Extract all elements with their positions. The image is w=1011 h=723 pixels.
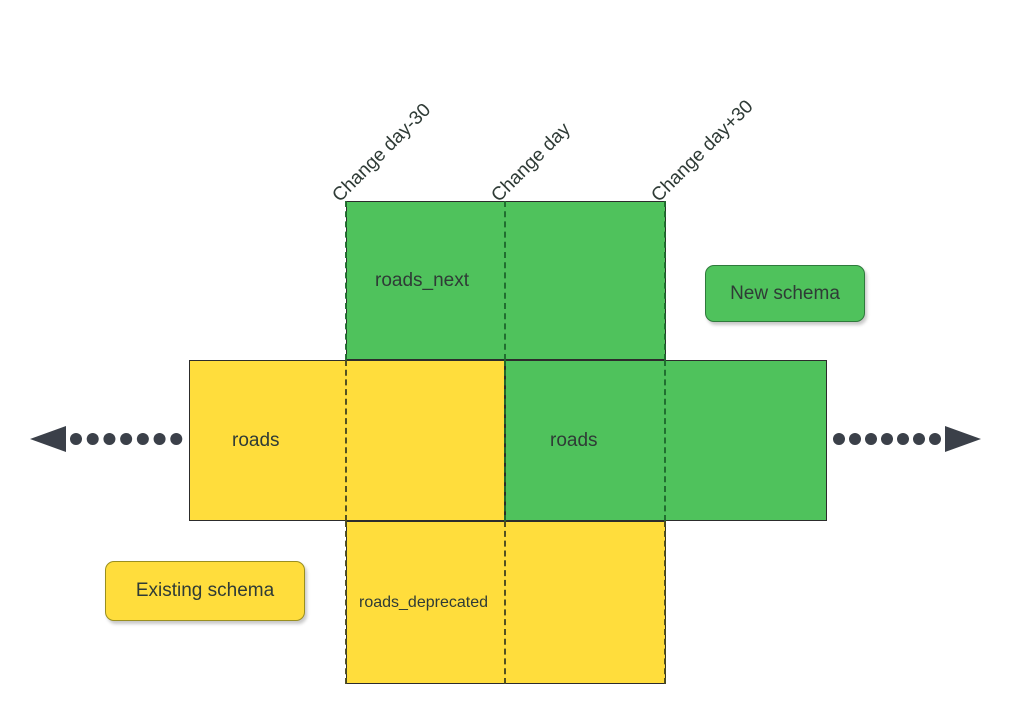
block-roads-existing: roads: [189, 360, 505, 521]
block-roads-next-label: roads_next: [375, 270, 470, 291]
marker-change-day-plus-30-label: Change day+30: [647, 96, 758, 207]
marker-change-day-minus-30-line-segment: [345, 360, 347, 521]
time-axis-right-arrow-dot: [865, 433, 877, 445]
time-axis-right-arrow-dot: [881, 433, 893, 445]
legend-existing-schema-label: Existing schema: [135, 580, 275, 601]
marker-change-day-plus-30-line-segment: [664, 201, 666, 360]
block-roads-new-label: roads: [550, 430, 598, 451]
time-axis-right-arrow-dot: [897, 433, 909, 445]
marker-change-day-minus-30-label: Change day-30: [328, 99, 436, 207]
time-axis-right-arrow-dot: [833, 433, 845, 445]
marker-change-day-line-segment: [504, 201, 506, 360]
block-roads-deprecated: roads_deprecated: [346, 521, 666, 684]
marker-change-day-plus-30-line-segment: [664, 521, 666, 684]
block-roads-deprecated-label: roads_deprecated: [359, 593, 488, 611]
time-axis-left-arrow-dot: [136, 433, 149, 445]
block-roads-next: roads_next: [346, 201, 666, 360]
time-axis-left-arrow: [30, 426, 183, 452]
marker-change-day-minus-30-line-segment: [345, 521, 347, 684]
time-axis-left-arrow-dot: [70, 433, 82, 445]
marker-change-day-line-segment: [504, 360, 506, 521]
time-axis-left-arrow-dot: [120, 433, 133, 445]
time-axis-right-arrow: [833, 426, 981, 452]
time-axis-right-arrow-dot: [929, 433, 941, 445]
legend-existing-schema: Existing schema: [105, 561, 305, 621]
time-axis-left-arrow-dot: [86, 433, 99, 445]
block-roads-existing-label: roads: [232, 430, 280, 451]
time-axis-left-arrow-head: [30, 426, 66, 452]
time-axis-left-arrow-dot: [103, 433, 116, 445]
marker-change-day-minus-30-line-segment: [345, 201, 347, 360]
time-axis-right-arrow-dot: [913, 433, 925, 445]
marker-change-day-label: Change day: [487, 118, 575, 207]
time-axis-left-arrow-dot: [170, 433, 183, 445]
marker-change-day-line-segment: [504, 521, 506, 684]
time-axis-left-arrow-dot: [153, 433, 166, 445]
time-axis-right-arrow-dot: [849, 433, 861, 445]
time-axis-right-arrow-head: [945, 426, 981, 452]
legend-new-schema-label: New schema: [730, 282, 840, 304]
block-roads-new: roads: [505, 360, 827, 521]
legend-new-schema: New schema: [705, 265, 865, 322]
marker-change-day-plus-30-line-segment: [664, 360, 666, 521]
